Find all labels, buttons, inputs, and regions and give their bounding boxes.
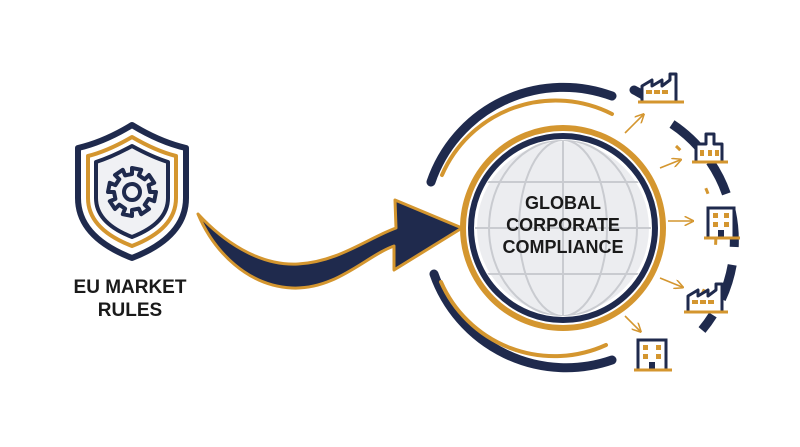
factory-icon bbox=[638, 72, 684, 104]
curved-arrow-icon bbox=[196, 198, 464, 290]
source-label-line2: RULES bbox=[98, 300, 162, 321]
center-label-line1: GLOBAL bbox=[525, 193, 601, 213]
office-building-icon bbox=[634, 338, 672, 372]
source-label-line1: EU MARKET bbox=[74, 277, 187, 298]
office-building-icon bbox=[704, 206, 740, 240]
gear-hub bbox=[122, 182, 142, 202]
center-label-line2: CORPORATE bbox=[506, 215, 620, 235]
factory-chimney-icon bbox=[692, 132, 728, 164]
shield-gear-icon bbox=[75, 122, 189, 261]
globe-icon bbox=[460, 125, 666, 331]
center-label-line3: COMPLIANCE bbox=[503, 237, 624, 257]
gear-icon bbox=[106, 166, 158, 218]
connector-arrows bbox=[624, 115, 692, 331]
gear-teeth bbox=[106, 166, 158, 218]
factory-icon bbox=[684, 282, 728, 314]
